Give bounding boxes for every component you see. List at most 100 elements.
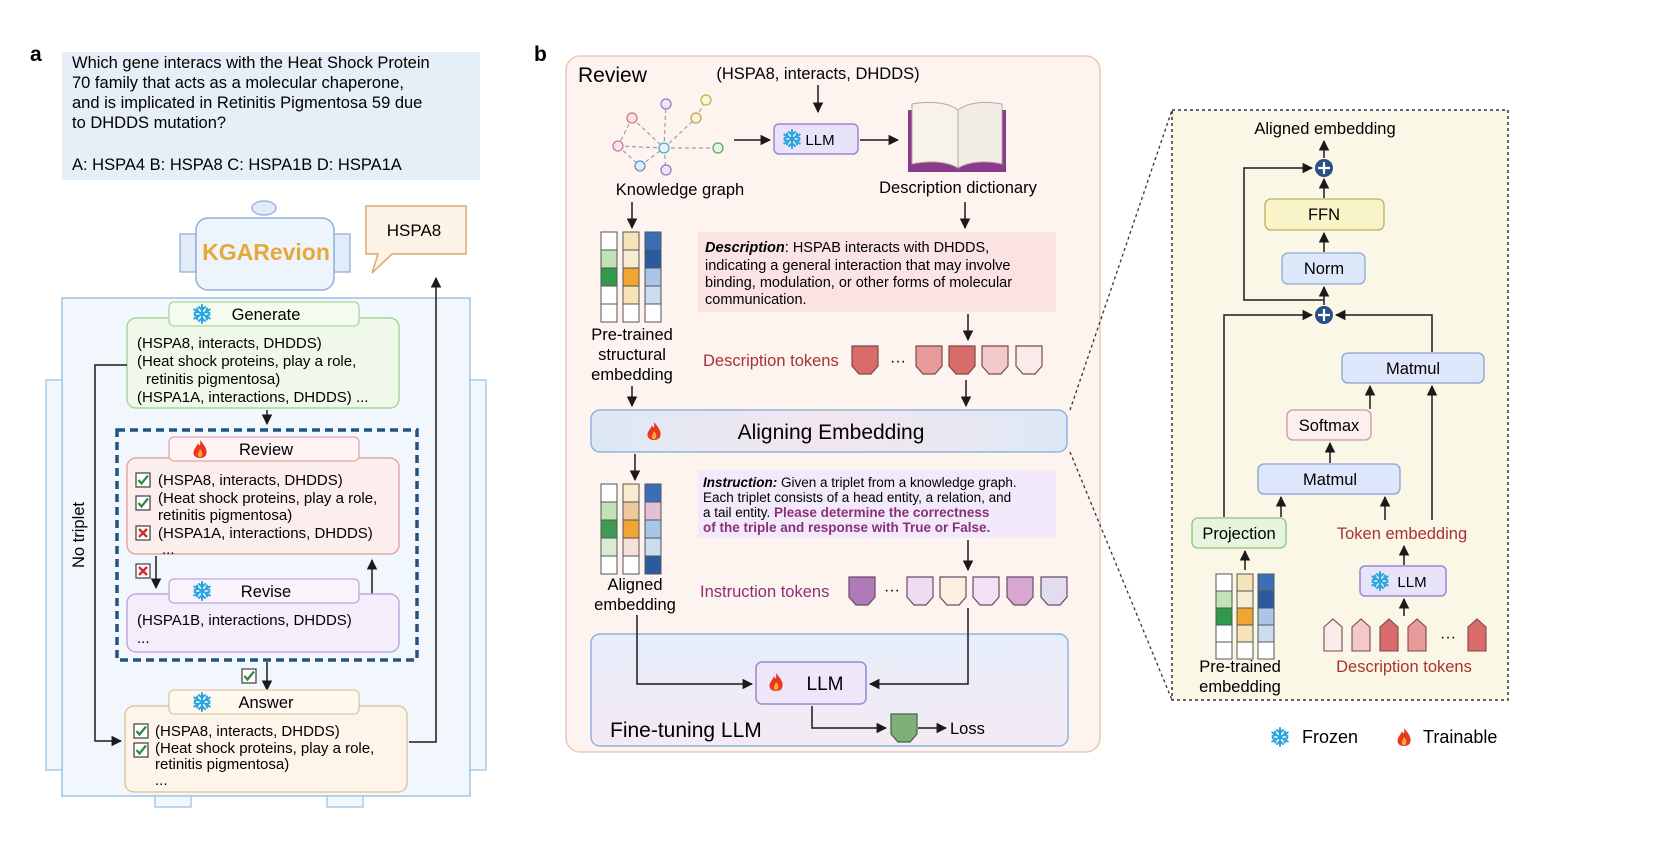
structural-embedding-matrix	[600, 231, 662, 323]
svg-text:embedding: embedding	[594, 596, 676, 614]
svg-text:...: ...	[162, 541, 175, 558]
question-text: Which gene interacs with the Heat Shock …	[72, 54, 430, 174]
review-revise-loop	[115, 428, 419, 662]
detail-description-tokens-label: Description tokens	[1336, 658, 1472, 676]
detail-pretrained-matrix	[1215, 573, 1275, 660]
svg-text:retinitis pigmentosa): retinitis pigmentosa)	[146, 371, 280, 388]
description-text: Description: HSPAB interacts with DHDDS,…	[705, 240, 1012, 308]
svg-text:(HSPA1A, interactions, DHDDS): (HSPA1A, interactions, DHDDS)	[158, 525, 373, 542]
svg-text:···: ···	[890, 353, 906, 370]
instruction-tokens-label: Instruction tokens	[700, 583, 829, 601]
triplet-input: (HSPA8, interacts, DHDDS)	[716, 65, 919, 83]
aligned-embedding-matrix	[600, 483, 662, 575]
svg-text:Which gene interacs with the H: Which gene interacs with the Heat Shock …	[72, 54, 430, 72]
svg-text:(Heat shock proteins, play a r: (Heat shock proteins, play a role,	[155, 740, 374, 757]
panel-a-label: a	[30, 43, 42, 66]
instruction-text: Instruction: Given a triplet from a know…	[703, 475, 1017, 535]
svg-text:...: ...	[155, 772, 168, 789]
svg-text:Softmax: Softmax	[1299, 417, 1360, 435]
softmax-box	[1286, 409, 1372, 441]
svg-text:Each triplet consists of a hea: Each triplet consists of a head entity, …	[703, 490, 1011, 505]
svg-text:retinitis pigmentosa): retinitis pigmentosa)	[155, 756, 289, 773]
answer-title: Answer	[238, 694, 294, 712]
svg-text:embedding: embedding	[1199, 678, 1281, 696]
projection-box	[1191, 517, 1287, 549]
matmul-top-box	[1341, 352, 1485, 384]
knowledge-graph-label: Knowledge graph	[616, 181, 744, 199]
legend-frozen: Frozen	[1302, 727, 1358, 747]
flame-icon	[1397, 728, 1411, 746]
token-embedding-label: Token embedding	[1337, 525, 1467, 543]
svg-text:(HSPA1A, interactions, DHDDS): (HSPA1A, interactions, DHDDS) ...	[137, 389, 368, 406]
answer-options: A: HSPA4 B: HSPA8 C: HSPA1B D: HSPA1A	[72, 156, 402, 174]
svg-text:FFN: FFN	[1308, 206, 1340, 224]
svg-text:(HSPA8, interacts, DHDDS): (HSPA8, interacts, DHDDS)	[158, 472, 343, 489]
svg-text:a tail entity. Please determin: a tail entity. Please determine the corr…	[703, 505, 989, 520]
svg-text:LLM: LLM	[807, 674, 844, 695]
description-box	[698, 232, 1056, 312]
frozen-icon	[1271, 727, 1289, 747]
svg-text:Matmul: Matmul	[1303, 471, 1357, 489]
knowledge-graph-icon	[612, 94, 724, 176]
svg-text:(HSPA1B, interactions, DHDDS): (HSPA1B, interactions, DHDDS)	[137, 612, 352, 629]
agent-name: KGARevion	[202, 239, 330, 265]
kgarevion-robot: KGARevion	[179, 200, 351, 291]
svg-text:structural: structural	[598, 346, 666, 364]
trainable-llm-box	[755, 661, 867, 705]
svg-text:···: ···	[884, 582, 900, 599]
aligning-embedding-title: Aligning Embedding	[738, 421, 925, 444]
svg-text:(Heat shock proteins, play a r: (Heat shock proteins, play a role,	[137, 353, 356, 370]
svg-text:LLM: LLM	[1397, 574, 1426, 591]
svg-text:communication.: communication.	[705, 292, 807, 308]
svg-text:(HSPA8, interacts, DHDDS): (HSPA8, interacts, DHDDS)	[155, 723, 340, 740]
panel-b-label: b	[534, 43, 547, 66]
book-icon	[908, 101, 1006, 172]
generate-title: Generate	[232, 306, 301, 324]
panel-a: a Which gene interacs with the Heat Shoc…	[30, 43, 487, 808]
svg-text:Instruction: Given a triplet f: Instruction: Given a triplet from a know…	[703, 475, 1017, 490]
review-panel-title: Review	[578, 64, 648, 87]
svg-text:of the triple and response wit: of the triple and response with True or …	[703, 520, 990, 535]
svg-text:LLM: LLM	[805, 132, 834, 149]
svg-text:embedding: embedding	[591, 366, 673, 384]
matmul-bottom-box	[1257, 463, 1401, 495]
detail-description-token-row	[1323, 618, 1487, 652]
svg-text:to DHDDS mutation?: to DHDDS mutation?	[72, 114, 226, 132]
svg-text:retinitis pigmentosa): retinitis pigmentosa)	[158, 507, 292, 524]
detail-frozen-llm-box	[1359, 565, 1447, 597]
svg-text:···: ···	[1440, 629, 1456, 646]
review-title: Review	[239, 441, 293, 459]
svg-text:...: ...	[137, 630, 150, 647]
aligning-embedding-box	[590, 409, 1068, 453]
svg-text:70 family that acts as a molec: 70 family that acts as a molecular chape…	[72, 74, 404, 92]
svg-text:Projection: Projection	[1202, 525, 1275, 543]
no-triplet-label: No triplet	[70, 502, 88, 568]
svg-text:Aligned: Aligned	[607, 576, 662, 594]
finetune-title: Fine-tuning LLM	[610, 719, 762, 742]
revise-title: Revise	[241, 583, 291, 601]
svg-text:Description: HSPAB interacts w: Description: HSPAB interacts with DHDDS,	[705, 240, 989, 256]
svg-text:Pre-trained: Pre-trained	[591, 326, 673, 344]
svg-text:Norm: Norm	[1304, 260, 1344, 278]
output-token	[890, 713, 918, 743]
instruction-box	[698, 470, 1056, 538]
aligning-module-detail: Aligned embedding FFN Norm Matmul Softma…	[1171, 109, 1509, 701]
aligned-embedding-label: Aligned embedding	[1254, 120, 1395, 138]
description-dictionary-label: Description dictionary	[879, 179, 1037, 197]
description-tokens-label: Description tokens	[703, 352, 839, 370]
question-box	[62, 52, 480, 180]
svg-text:HSPA8: HSPA8	[387, 221, 442, 240]
svg-text:Pre-trained: Pre-trained	[1199, 658, 1281, 676]
legend: Frozen Trainable	[1271, 727, 1497, 747]
svg-text:indicating a general interacti: indicating a general interaction that ma…	[705, 258, 1010, 274]
legend-trainable: Trainable	[1423, 727, 1497, 747]
ffn-box	[1264, 198, 1385, 231]
speech-bubble: HSPA8	[365, 205, 467, 274]
svg-text:Matmul: Matmul	[1386, 360, 1440, 378]
svg-text:and is implicated in Retinitis: and is implicated in Retinitis Pigmentos…	[72, 94, 422, 112]
panel-b: b Review (HSPA8, interacts, DHDDS)	[534, 43, 1173, 753]
norm-box	[1281, 252, 1366, 285]
svg-text:binding, modulation, or other: binding, modulation, or other forms of m…	[705, 275, 1012, 291]
svg-text:(HSPA8, interacts, DHDDS): (HSPA8, interacts, DHDDS)	[137, 335, 322, 352]
